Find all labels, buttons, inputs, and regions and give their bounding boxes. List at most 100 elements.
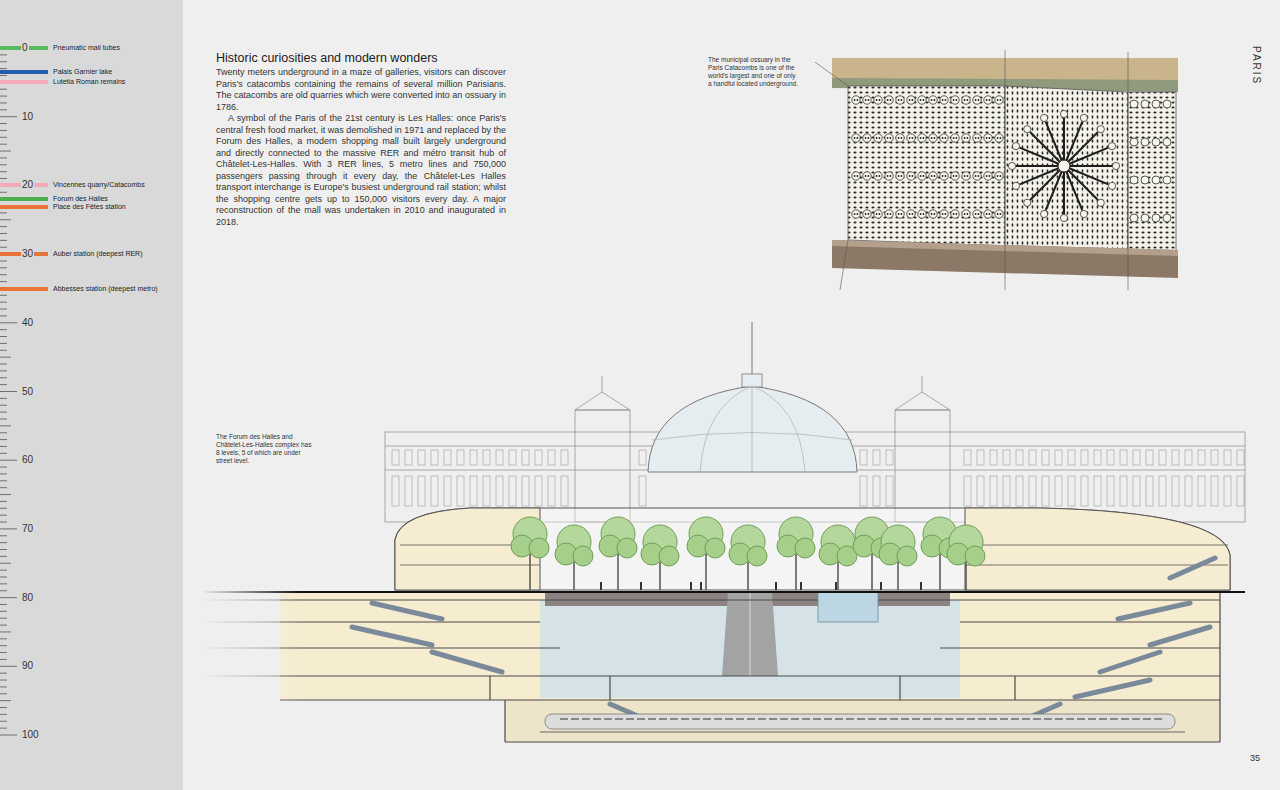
skull-symbol	[953, 99, 955, 101]
ruler-tick	[0, 302, 7, 303]
skull-symbol	[964, 213, 966, 215]
skull-symbol	[854, 137, 856, 139]
window	[964, 450, 971, 465]
skull-symbol	[997, 213, 999, 215]
skull-symbol	[975, 175, 977, 177]
window	[1146, 476, 1153, 506]
tree-crown	[747, 546, 767, 566]
skull-symbol	[868, 137, 870, 139]
window	[457, 450, 464, 465]
depth-label: Palais Garnier lake	[53, 68, 112, 76]
window	[483, 450, 490, 465]
tree-crown	[529, 538, 549, 558]
ruler-tick	[0, 439, 7, 440]
depth-label: Abbesses station (deepest metro)	[53, 285, 158, 293]
depth-marker	[0, 80, 48, 84]
ruler-tick	[0, 96, 7, 97]
ruler-tick	[0, 652, 7, 653]
skull-symbol	[852, 172, 860, 180]
window	[509, 450, 516, 465]
window	[470, 476, 477, 506]
ruler-tick	[0, 102, 7, 103]
skull-symbol	[986, 137, 988, 139]
ruler-tick	[0, 226, 7, 227]
skull-symbol	[956, 99, 958, 101]
ruler-tick	[0, 556, 7, 557]
skull-symbol	[876, 213, 878, 215]
window	[1211, 450, 1218, 465]
skull-symbol	[898, 99, 900, 101]
skull-symbol	[978, 213, 980, 215]
skull-symbol	[973, 210, 981, 218]
skull-symbol	[1080, 210, 1087, 217]
skull-symbol	[964, 175, 966, 177]
skull-symbol	[953, 175, 955, 177]
skull-symbol	[854, 213, 856, 215]
skull-symbol	[901, 213, 903, 215]
skull-symbol	[923, 99, 925, 101]
skull-symbol	[1024, 126, 1031, 133]
window	[535, 450, 542, 465]
skull-symbol	[956, 137, 958, 139]
window	[561, 476, 568, 506]
skull-symbol	[920, 175, 922, 177]
ruler-tick	[0, 171, 7, 172]
ruler-tick	[0, 315, 7, 316]
ruler-tick	[0, 233, 7, 234]
skull-symbol	[967, 137, 969, 139]
skull-symbol	[887, 175, 889, 177]
ruler-tick	[0, 137, 7, 138]
skull-symbol	[995, 96, 1003, 104]
bone-star	[1020, 166, 1064, 184]
tree-crown	[795, 538, 815, 558]
skull-symbol	[909, 175, 911, 177]
skull-symbol	[865, 213, 867, 215]
skull-symbol	[934, 99, 936, 101]
window	[964, 476, 971, 506]
ruler-tick	[0, 329, 7, 330]
window	[431, 476, 438, 506]
skull-symbol	[962, 96, 970, 104]
window	[873, 476, 880, 506]
ruler-tick	[0, 219, 11, 220]
depth-number: 30	[21, 248, 34, 260]
window	[1224, 476, 1231, 506]
ruler-tick	[0, 680, 7, 681]
ruler-tick	[0, 432, 7, 433]
skull-symbol	[940, 210, 948, 218]
skull-symbol	[887, 99, 889, 101]
skull-symbol	[907, 134, 915, 142]
skull-symbol	[1060, 110, 1067, 117]
ruler-tick	[0, 240, 7, 241]
skull-symbol	[909, 137, 911, 139]
ruler-tick	[0, 480, 7, 481]
ruler-tick	[0, 700, 11, 701]
window	[418, 450, 425, 465]
bone-star	[1063, 166, 1065, 214]
ruler-tick	[0, 528, 17, 529]
window	[483, 476, 490, 506]
window	[1029, 476, 1036, 506]
skull-symbol	[1163, 138, 1171, 146]
ruler-tick	[0, 425, 11, 426]
illustration-caption: The Forum des Halles and Châtelet-Les-Ha…	[216, 433, 312, 465]
ruler-tick	[0, 515, 7, 516]
ruler-tick	[0, 247, 7, 248]
ruler-tick	[0, 391, 17, 392]
body-text: Twenty meters underground in a maze of g…	[216, 67, 506, 228]
tree-crown	[659, 546, 679, 566]
skull-symbol	[896, 210, 904, 218]
skull-symbol	[929, 172, 937, 180]
skull-symbol	[890, 213, 892, 215]
tree-crown	[965, 546, 985, 566]
skull-symbol	[975, 99, 977, 101]
window	[1042, 450, 1049, 465]
skull-symbol	[863, 96, 871, 104]
skull-symbol	[890, 175, 892, 177]
depth-number: 10	[21, 111, 34, 123]
skull-symbol	[945, 175, 947, 177]
ruler-tick	[0, 192, 7, 193]
ruler-tick	[0, 446, 7, 447]
skull-symbol	[865, 175, 867, 177]
skull-symbol	[879, 175, 881, 177]
